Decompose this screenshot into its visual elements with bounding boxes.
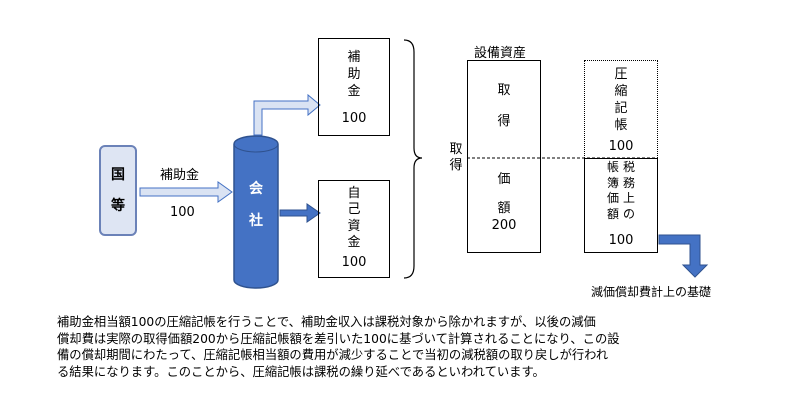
tax-book-col1-char-2: 簿	[606, 175, 619, 190]
brace-char-1: 取	[449, 142, 463, 157]
tax-book-col2-char-4: の	[623, 206, 636, 221]
setsubi-box	[467, 60, 541, 253]
tax-book-box	[584, 158, 658, 253]
compression-char-3: 記	[614, 100, 628, 116]
brace-label: 取 得	[449, 142, 463, 173]
explanation-line-2: 償却費は実際の取得価額200から圧縮記帳額を差引いた100に基づいて計算されるこ…	[57, 331, 620, 346]
compression-char-4: 帳	[614, 117, 628, 133]
tax-book-col2-char-1: 税	[623, 160, 636, 174]
tax-book-col2-char-2: 務	[623, 175, 636, 190]
arrow-to-depreciation	[658, 234, 709, 278]
explanation-line-3: 備の償却期間にわたって、圧縮記帳相当額の費用が減少することで当初の減税額の取り戻…	[57, 348, 609, 362]
kuni-char-2: 等	[111, 197, 125, 214]
setsubi-upper-char-2: 得	[497, 113, 511, 129]
tax-book-col1-char-4: 額	[606, 206, 619, 221]
setsubi-lower-char-2: 額	[497, 200, 511, 216]
tax-book-col2-char-3: 上	[623, 191, 636, 206]
setsubi-amount: 200	[491, 217, 517, 233]
jiko-amount: 100	[341, 255, 367, 270]
jiko-box: 自 己 資 金 100	[318, 180, 390, 278]
jiko-char-3: 資	[347, 218, 361, 234]
explanation-paragraph: 補助金相当額100の圧縮記帳を行うことで、補助金収入は課税対象から除かれますが、…	[57, 314, 757, 380]
kaisha-node-shape	[233, 135, 279, 289]
hojokin-char-2: 助	[347, 66, 361, 82]
kuni-char-1: 国	[111, 167, 125, 184]
explanation-line-1: 補助金相当額100の圧縮記帳を行うことで、補助金収入は課税対象から除かれますが、…	[57, 315, 596, 329]
hojokin-char-1: 補	[347, 50, 361, 65]
jiko-char-2: 己	[347, 202, 361, 218]
kaisha-node: 会 社	[232, 180, 280, 230]
compression-amount: 100	[608, 138, 634, 154]
arrow-kaisha-to-hojokin	[253, 93, 321, 136]
kaisha-char-1: 会	[249, 181, 263, 197]
compression-char-2: 縮	[614, 83, 628, 99]
depreciation-label: 減価償却費計上の基礎	[591, 285, 712, 299]
setsubi-upper: 取 得	[467, 83, 541, 131]
tax-book-col-2: 税 務 上 の	[623, 160, 635, 222]
tax-book-col1-char-3: 価	[606, 191, 619, 206]
tax-book-col-1: 帳 簿 価 額	[607, 160, 619, 222]
kaisha-char-2: 社	[249, 213, 263, 230]
edge-amount: 100	[170, 205, 195, 220]
tax-book-text: 帳 簿 価 額 税 務 上 の	[584, 160, 658, 222]
tax-book-col1-char-1: 帳	[606, 160, 619, 174]
setsubi-lower: 価 額 200	[467, 172, 541, 235]
compression-box: 圧 縮 記 帳 100	[584, 60, 658, 158]
setsubi-title: 設備資産	[474, 46, 527, 61]
brace-shape	[403, 39, 423, 279]
tax-book-amount: 100	[608, 233, 634, 248]
hojokin-char-3: 金	[347, 83, 361, 99]
setsubi-lower-char-1: 価	[497, 172, 511, 187]
arrow-kaisha-to-jiko	[279, 203, 321, 223]
hojokin-box: 補 助 金 100	[318, 38, 390, 136]
explanation-line-4: る結果になります。このことから、圧縮記帳は課税の繰り延べであるといわれています。	[57, 364, 545, 379]
compression-char-1: 圧	[614, 67, 628, 82]
setsubi-upper-char-1: 取	[497, 83, 511, 98]
brace-char-2: 得	[449, 157, 463, 173]
edge-label: 補助金	[160, 168, 200, 183]
arrow-kuni-to-kaisha	[139, 181, 233, 203]
kuni-node: 国 等	[99, 145, 137, 236]
jiko-char-1: 自	[347, 186, 361, 201]
hojokin-amount: 100	[341, 110, 367, 126]
jiko-char-4: 金	[347, 234, 361, 250]
